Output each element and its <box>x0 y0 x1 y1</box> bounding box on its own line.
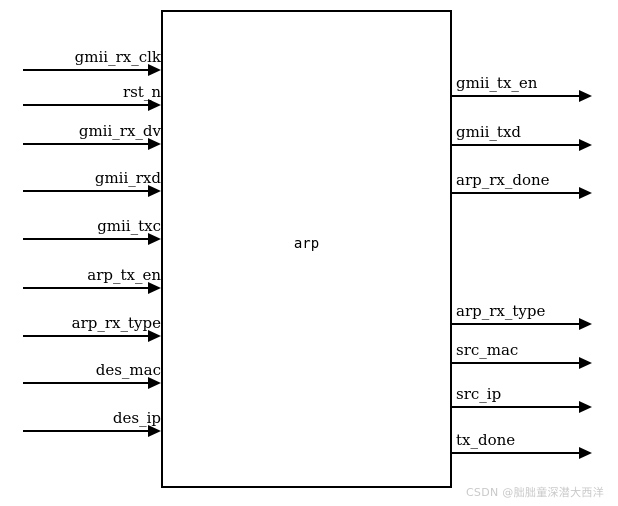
arrowhead-icon <box>579 187 592 199</box>
signal-label: gmii_txc <box>97 217 161 235</box>
signal-label: gmii_rx_clk <box>74 48 161 66</box>
signal-line <box>452 192 581 194</box>
arrowhead-icon <box>148 377 161 389</box>
signal-line <box>23 69 150 71</box>
signal-line <box>23 335 150 337</box>
signal-label: des_mac <box>95 361 161 379</box>
signal-line <box>452 362 581 364</box>
arrowhead-icon <box>579 139 592 151</box>
signal-line <box>452 323 581 325</box>
signal-label: des_ip <box>112 409 161 427</box>
signal-label: gmii_txd <box>456 123 522 141</box>
signal-label: gmii_tx_en <box>456 74 538 92</box>
signal-line <box>452 95 581 97</box>
arrowhead-icon <box>148 64 161 76</box>
arrowhead-icon <box>148 233 161 245</box>
signal-label: rst_n <box>122 83 161 101</box>
signal-line <box>23 287 150 289</box>
signal-line <box>452 452 581 454</box>
signal-label: arp_rx_done <box>456 171 550 189</box>
arrowhead-icon <box>148 138 161 150</box>
arrowhead-icon <box>579 447 592 459</box>
signal-label: tx_done <box>456 431 516 449</box>
signal-line <box>23 238 150 240</box>
signal-label: arp_rx_type <box>456 302 546 320</box>
signal-line <box>452 406 581 408</box>
module-box-arp <box>161 10 452 488</box>
signal-label: src_ip <box>456 385 502 403</box>
arrowhead-icon <box>148 185 161 197</box>
signal-line <box>23 430 150 432</box>
signal-label: gmii_rx_dv <box>78 122 161 140</box>
arrowhead-icon <box>148 282 161 294</box>
arrowhead-icon <box>148 99 161 111</box>
signal-line <box>452 144 581 146</box>
signal-label: src_mac <box>456 341 519 359</box>
signal-line <box>23 104 150 106</box>
signal-line <box>23 382 150 384</box>
signal-line <box>23 190 150 192</box>
signal-label: arp_tx_en <box>87 266 161 284</box>
signal-label: arp_rx_type <box>71 314 161 332</box>
arrowhead-icon <box>579 318 592 330</box>
csdn-watermark: CSDN @朏朏童深潜大西洋 <box>465 486 604 499</box>
arrowhead-icon <box>579 357 592 369</box>
module-label: arp <box>293 236 320 252</box>
arrowhead-icon <box>148 330 161 342</box>
signal-line <box>23 143 150 145</box>
arrowhead-icon <box>148 425 161 437</box>
arrowhead-icon <box>579 90 592 102</box>
signal-label: gmii_rxd <box>94 169 161 187</box>
arrowhead-icon <box>579 401 592 413</box>
